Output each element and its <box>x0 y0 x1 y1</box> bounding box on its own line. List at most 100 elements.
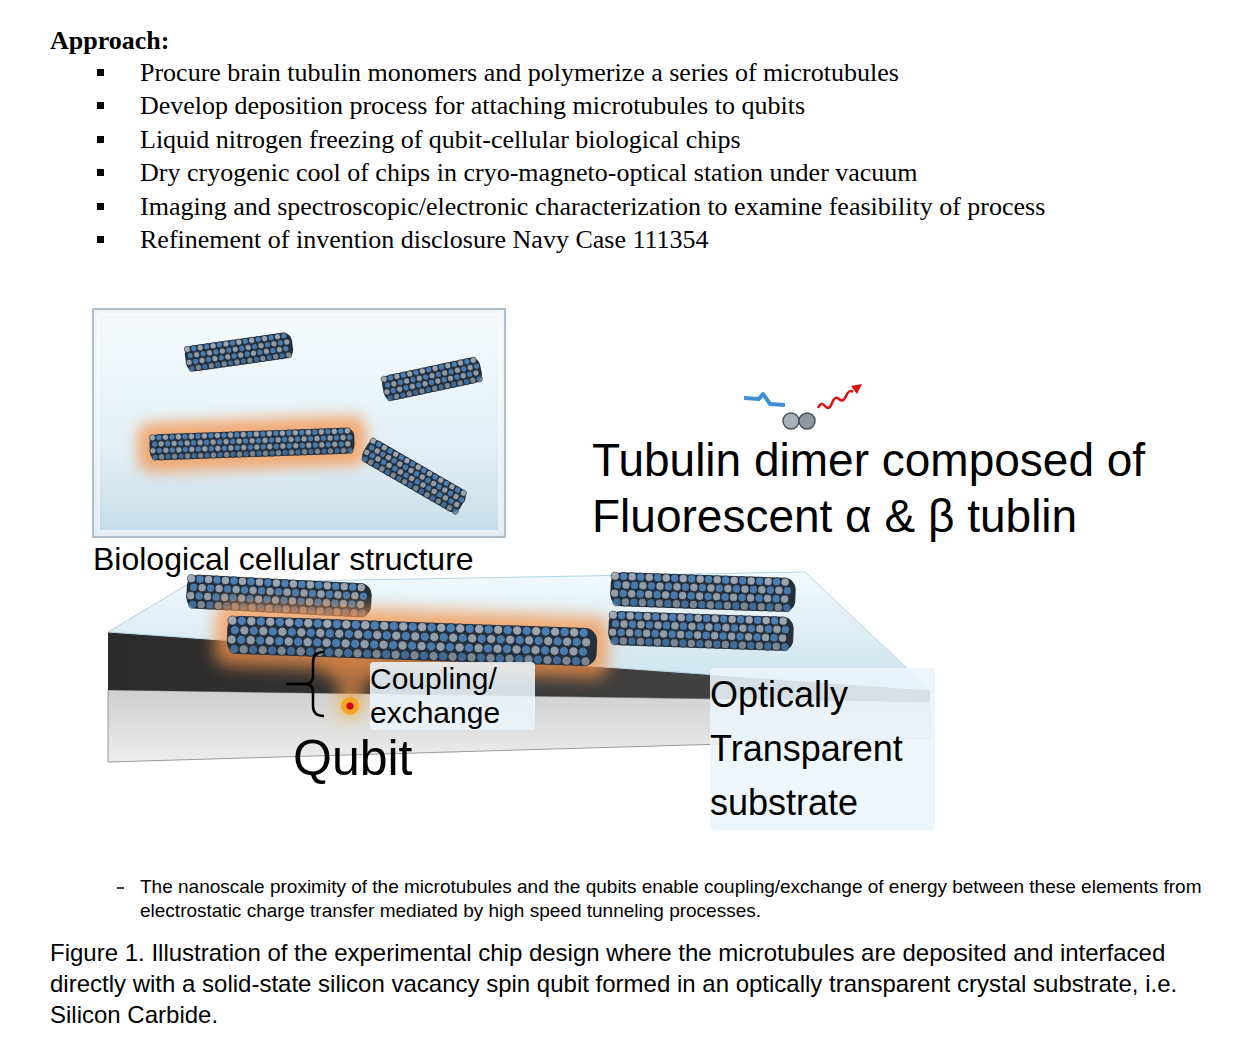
tubulin-subunit <box>150 448 156 454</box>
tubulin-subunit <box>456 379 463 386</box>
tubulin-subunit <box>249 626 258 635</box>
tubulin-subunit <box>609 611 617 619</box>
tubulin-subunit <box>332 619 341 628</box>
tubulin-subunit <box>288 436 294 442</box>
dash-marker <box>117 887 124 889</box>
tubulin-subunit <box>297 628 306 637</box>
tubulin-subunit <box>156 447 162 453</box>
tubulin-subunit <box>340 434 346 440</box>
tubulin-subunit <box>428 372 435 379</box>
tubulin-subunit <box>406 390 413 397</box>
tubulin-subunit <box>149 435 155 441</box>
tubulin-subunit <box>357 583 365 591</box>
tubulin-subunit <box>695 592 703 600</box>
tubulin-subunit <box>653 638 661 646</box>
tubulin-subunit <box>169 434 175 440</box>
tubulin-subunit <box>434 377 441 384</box>
tubulin-subunit <box>662 638 670 646</box>
tubulin-subunit <box>268 437 274 443</box>
microtubule-body <box>610 572 796 612</box>
tubulin-subunit <box>332 441 338 447</box>
tubulin-subunit <box>331 638 340 647</box>
tubulin-subunit <box>223 585 231 593</box>
tubulin-subunit <box>327 435 333 441</box>
tubulin-subunit <box>184 440 190 446</box>
tubulin-subunit <box>651 629 659 637</box>
tubulin-subunit <box>234 445 240 451</box>
tubulin-subunit <box>396 386 403 393</box>
tubulin-subunit <box>756 625 764 633</box>
tubulin-subunit <box>171 440 177 446</box>
bullet-square <box>97 136 104 143</box>
tubulin-subunit <box>282 345 289 352</box>
tubulin-subunit <box>628 637 636 645</box>
tubulin-subunit <box>449 633 458 642</box>
tubulin-subunit <box>280 596 288 604</box>
tubulin-subunit <box>331 428 337 434</box>
tubulin-subunit <box>334 648 343 657</box>
tubulin-subunit <box>162 434 168 440</box>
tubulin-subunit <box>286 430 292 436</box>
tubulin-subunit <box>468 634 477 643</box>
tubulin-subunit <box>522 626 531 635</box>
tubulin-subunit <box>425 366 432 373</box>
tubulin-subunit <box>388 640 397 649</box>
tubulin-subunit <box>715 601 723 609</box>
tubulin-subunit <box>447 375 454 382</box>
tubulin-subunit <box>344 629 353 638</box>
tubulin-subunit <box>608 628 616 636</box>
microtubule-body <box>149 427 355 460</box>
tubulin-subunit <box>324 648 333 657</box>
tubulin-subunit <box>325 441 331 447</box>
tubulin-subunit <box>619 589 627 597</box>
tubulin-subunit <box>451 361 458 368</box>
tubulin-subunit <box>291 588 299 596</box>
tubulin-subunit <box>772 642 780 650</box>
tubulin-subunit <box>192 358 199 365</box>
tubulin-subunit <box>679 639 687 647</box>
tubulin-subunit <box>418 387 425 394</box>
tubulin-subunit <box>189 583 197 591</box>
tubulin-subunit <box>738 593 746 601</box>
tubulin-subunit <box>288 597 296 605</box>
tubulin-subunit <box>259 355 266 362</box>
tubulin-subunit <box>611 620 619 628</box>
tubulin-subunit <box>755 642 763 650</box>
tubulin-subunit <box>307 436 313 442</box>
tubulin-subunit <box>686 614 694 622</box>
tubulin-subunit <box>269 450 275 456</box>
tubulin-subunit <box>783 587 791 595</box>
tubulin-subunit <box>200 350 207 357</box>
tubulin-subunit <box>249 586 257 594</box>
tubulin-subunit <box>152 454 158 460</box>
tubulin-subunit <box>642 629 650 637</box>
tubulin-subunit <box>197 439 203 445</box>
tubulin-subunit <box>163 447 169 453</box>
tubulin-subunit <box>463 358 470 365</box>
qubit-core <box>347 703 354 710</box>
tubulin-subunit <box>271 596 279 604</box>
tubulin-subunit <box>211 355 218 362</box>
tubulin-subunit <box>370 621 379 630</box>
tubulin-subunit <box>401 631 410 640</box>
tubulin-subunit <box>457 652 466 661</box>
tubulin-subunit <box>627 590 635 598</box>
tubulin-subunit <box>268 627 277 636</box>
tubulin-subunit <box>318 429 324 435</box>
tubulin-subunit <box>400 371 407 378</box>
tubulin-subunit <box>184 346 191 353</box>
tubulin-subunit <box>544 636 553 645</box>
tubulin-subunit <box>189 600 197 608</box>
tubulin-subunit <box>344 428 350 434</box>
tubulin-subunit <box>244 351 251 358</box>
tubulin-subunit <box>256 450 262 456</box>
tubulin-subunit <box>747 641 755 649</box>
tubulin-subunit <box>662 621 670 629</box>
tubulin-subunit <box>476 375 483 382</box>
blue-squiggle <box>744 394 785 405</box>
tubulin-subunit <box>496 635 505 644</box>
tubulin-subunit <box>264 578 272 586</box>
tubulin-subunit <box>763 594 771 602</box>
bullet-square <box>97 169 104 176</box>
tubulin-subunit <box>251 343 258 350</box>
